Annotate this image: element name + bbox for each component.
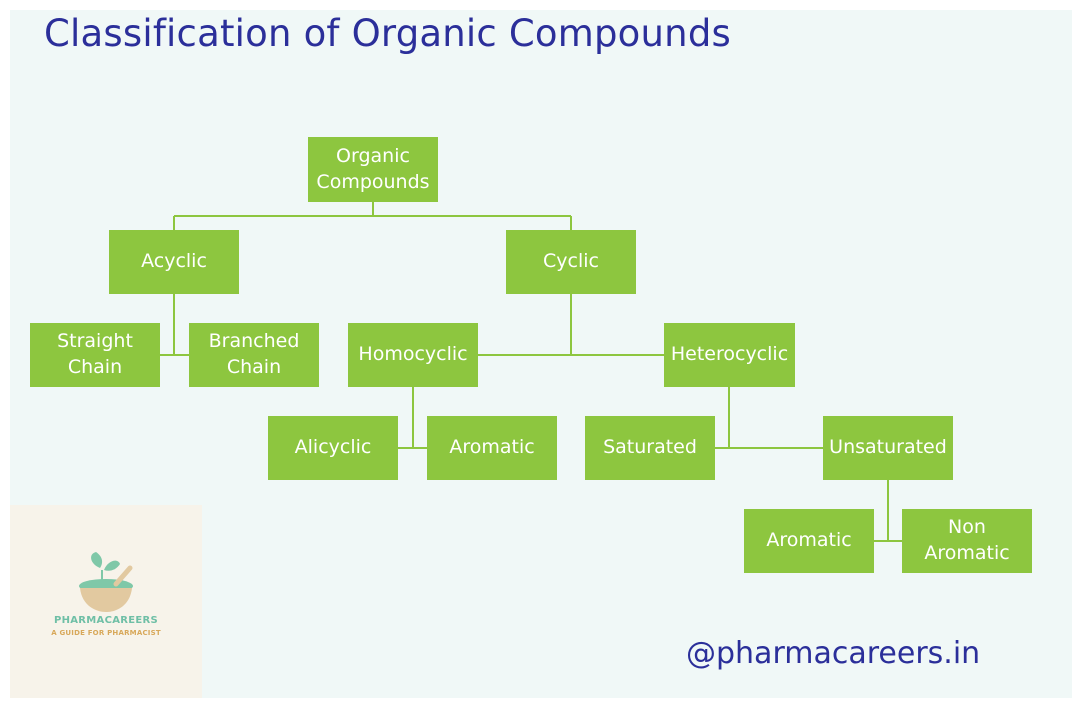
node-organic-compounds: Organic Compounds: [308, 137, 438, 202]
connector-root: [173, 202, 572, 230]
node-acyclic: Acyclic: [109, 230, 239, 294]
social-handle: @pharmacareers.in: [686, 636, 981, 671]
node-unsaturated: Unsaturated: [823, 416, 953, 480]
node-non-aromatic: Non Aromatic: [902, 509, 1032, 573]
node-heterocyclic: Heterocyclic: [664, 323, 795, 387]
node-cyclic: Cyclic: [506, 230, 636, 294]
node-aromatic-unsaturated: Aromatic: [744, 509, 874, 573]
node-alicyclic: Alicyclic: [268, 416, 398, 480]
node-branched-chain: Branched Chain: [189, 323, 319, 387]
node-aromatic-homocyclic: Aromatic: [427, 416, 557, 480]
mortar-pestle-leaf-icon: [79, 552, 133, 612]
connector-acyclic: [160, 294, 189, 356]
connector-cyclic: [478, 294, 664, 356]
node-saturated: Saturated: [585, 416, 715, 480]
page-title: Classification of Organic Compounds: [44, 12, 731, 55]
connector-unsaturated: [874, 480, 902, 542]
logo-tagline: A GUIDE FOR PHARMACIST: [51, 629, 161, 637]
connector-homocyclic: [398, 387, 427, 449]
logo-panel: PHARMACAREERS A GUIDE FOR PHARMACIST: [10, 505, 202, 698]
node-homocyclic: Homocyclic: [348, 323, 478, 387]
connector-heterocyclic: [715, 387, 823, 449]
node-straight-chain: Straight Chain: [30, 323, 160, 387]
logo-name: PHARMACAREERS: [53, 615, 159, 626]
